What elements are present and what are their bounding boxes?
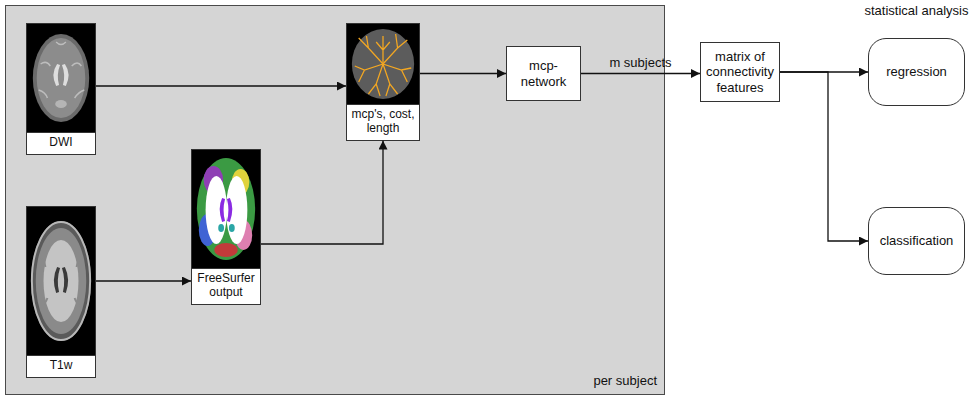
subject-panel: per subject DWI T1w <box>5 5 665 395</box>
image-label: mcp's, cost, length <box>347 104 419 140</box>
image-tile: mcp's, cost, length <box>346 23 420 141</box>
analysis-box: classification <box>868 207 965 275</box>
flow-arrow <box>261 141 383 244</box>
edge-label-holder: m subjects <box>609 55 671 71</box>
process-box: mcp-network <box>506 46 581 101</box>
label-holder: statistical analysis <box>862 3 970 19</box>
dwi-image <box>27 24 95 132</box>
box-label: regression <box>886 64 947 80</box>
image-tile: FreeSurfer output <box>191 149 261 305</box>
flow-arrow <box>96 85 346 86</box>
box-label: matrix of connectivity features <box>705 49 775 96</box>
flow-arrow <box>96 280 191 281</box>
image-label: T1w <box>27 355 95 377</box>
box-label: mcp-network <box>511 58 576 89</box>
process-box: matrix of connectivity features <box>700 42 780 102</box>
t1w-image <box>27 207 95 355</box>
panel-label: per subject <box>593 373 657 388</box>
flow-arrow <box>420 73 506 74</box>
flow-arrow <box>780 72 868 241</box>
segmentation-image <box>192 150 260 268</box>
edge-label: m subjects <box>609 55 671 70</box>
image-label: DWI <box>27 132 95 154</box>
analysis-box: regression <box>868 38 965 106</box>
box-label: classification <box>880 233 954 249</box>
image-tile: DWI <box>26 23 96 155</box>
panel-caption: per subject <box>593 373 657 389</box>
flow-arrow <box>581 73 700 74</box>
path-image <box>347 24 419 104</box>
image-tile: T1w <box>26 206 96 378</box>
flow-arrow <box>780 71 868 72</box>
section-label: statistical analysis <box>864 3 968 18</box>
image-label: FreeSurfer output <box>192 268 260 304</box>
